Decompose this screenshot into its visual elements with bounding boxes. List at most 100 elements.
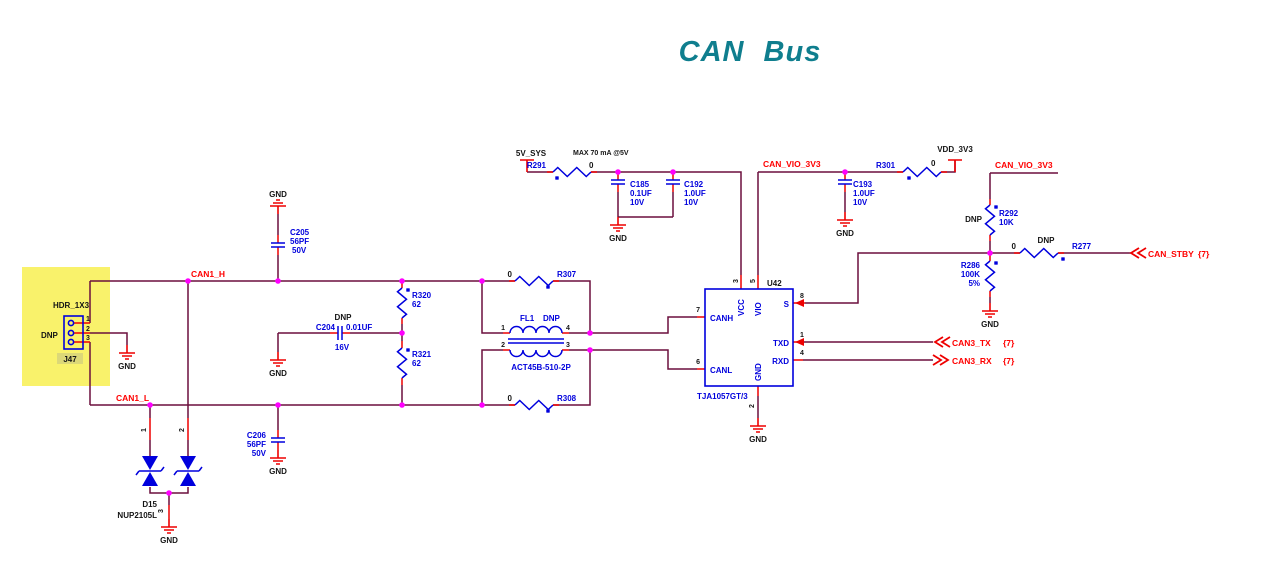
- pin-stubs-u42: [697, 275, 805, 396]
- wire-d15: [149, 281, 189, 505]
- page-title: CAN Bus: [678, 36, 822, 68]
- ic-pin-name-vio: VIO: [754, 302, 763, 316]
- connector-pin3: 3: [86, 335, 90, 342]
- resistor-r291: [552, 166, 592, 178]
- gnd-symbol: [749, 417, 767, 433]
- wire-canl: [590, 349, 697, 370]
- res-ref: R301: [876, 161, 896, 170]
- capacitor-c185: [610, 171, 626, 193]
- cap-ref: C205: [290, 228, 310, 237]
- wire-can1h-rail: [90, 280, 591, 333]
- wire-canh: [590, 316, 697, 334]
- attr-marker: [554, 175, 560, 181]
- ic-pin-num-canh: 7: [696, 307, 700, 314]
- cap-value: 56PF: [247, 440, 266, 449]
- cap-ref: C185: [630, 180, 650, 189]
- port-chevron-can3-tx: [934, 336, 951, 348]
- ic-pin-name-s: S: [784, 300, 790, 309]
- ic-pin-name-canl: CANL: [710, 366, 732, 375]
- attr-marker: [545, 284, 551, 290]
- res-value: 0: [1012, 242, 1017, 251]
- ic-u42-body: [704, 288, 794, 387]
- res-ref: R291: [527, 161, 547, 170]
- port-chevron-can3-rx: [932, 354, 949, 366]
- port-label-can3-rx: CAN3_RX: [952, 356, 992, 366]
- ic-pin-name-canh: CANH: [710, 314, 733, 323]
- cap-value: 0.1UF: [630, 189, 652, 198]
- cap-value: 0.01UF: [346, 323, 372, 332]
- cap-ref: C204: [316, 323, 336, 332]
- net-label-can1h: CAN1_H: [191, 269, 225, 279]
- port-page-can3-rx: {7}: [1003, 356, 1015, 366]
- pin-stubs-hres: [509, 171, 1064, 406]
- connector-dnp: DNP: [41, 331, 59, 340]
- cap-voltage: 16V: [335, 343, 350, 352]
- wire-j47-pins: [89, 281, 128, 405]
- gnd-symbol: [269, 351, 287, 367]
- cap-value: 1.0UF: [684, 189, 706, 198]
- cap-value: 56PF: [290, 237, 309, 246]
- gnd-label: GND: [269, 369, 287, 378]
- attr-marker: [1060, 256, 1066, 262]
- gnd-label: GND: [269, 467, 287, 476]
- cap-voltage: 10V: [630, 198, 645, 207]
- connector-ref: J47: [63, 355, 77, 364]
- current-note: MAX 70 mA @5V: [573, 150, 629, 157]
- resistor-r308: [514, 399, 554, 411]
- cap-ref: C192: [684, 180, 704, 189]
- ic-pin-num-vcc: 3: [733, 279, 740, 283]
- pin-stubs-fl1: [503, 332, 569, 351]
- ic-pin-name-gnd: GND: [754, 363, 763, 381]
- gnd-label: GND: [118, 362, 136, 371]
- tvs-part: NUP2105L: [117, 511, 157, 520]
- res-ref: R321: [412, 350, 432, 359]
- gnd-label: GND: [609, 234, 627, 243]
- ic-pin-num-txd: 1: [800, 332, 804, 339]
- choke-pin1: 1: [501, 325, 505, 332]
- connector-pin1: 1: [86, 316, 90, 323]
- choke-fl1: [508, 325, 564, 358]
- gnd-symbol: [269, 199, 287, 215]
- cap-ref: C206: [247, 431, 267, 440]
- cap-dnp: DNP: [335, 313, 353, 322]
- gnd-symbol: [981, 302, 999, 318]
- tvs-pin1: 1: [141, 428, 148, 432]
- wire-c204: [277, 332, 402, 352]
- attr-marker: [993, 204, 999, 210]
- gnd-label: GND: [749, 435, 767, 444]
- tvs-pin3: 3: [158, 509, 165, 513]
- port-label-can3-tx: CAN3_TX: [952, 338, 991, 348]
- connector-pin2: 2: [86, 326, 90, 333]
- gnd-label: GND: [981, 320, 999, 329]
- res-value: 0: [508, 270, 513, 279]
- wire-can1l-rail: [90, 350, 591, 406]
- connector-part: HDR_1X3: [53, 301, 90, 310]
- res-ref: R286: [961, 261, 981, 270]
- res-ref: R277: [1072, 242, 1092, 251]
- resistor-r321: [396, 347, 408, 379]
- port-page-can-stby: {7}: [1198, 249, 1210, 259]
- choke-pin2: 2: [501, 342, 505, 349]
- ic-pin-num-canl: 6: [696, 359, 700, 366]
- pin-stubs-j47: [74, 322, 90, 343]
- wire-5v-decaps: [617, 192, 674, 218]
- resistor-r307: [514, 275, 554, 287]
- net-label-canvio-2: CAN_VIO_3V3: [995, 160, 1053, 170]
- port-label-can-stby: CAN_STBY: [1148, 249, 1194, 259]
- gnd-label: GND: [269, 190, 287, 199]
- capacitor-c192: [665, 171, 681, 193]
- res-tolerance: 5%: [968, 279, 980, 288]
- resistor-r320: [396, 287, 408, 319]
- net-label-can1l: CAN1_L: [116, 393, 149, 403]
- choke-pin3: 3: [566, 342, 570, 349]
- pin-arrow-s: [795, 299, 804, 307]
- choke-pin4: 4: [566, 325, 570, 332]
- wire-vio-stub2: [989, 172, 1058, 303]
- ic-pin-num-rxd: 4: [800, 350, 804, 357]
- choke-ref: FL1: [520, 314, 535, 323]
- res-value: 0: [589, 161, 594, 170]
- attr-marker: [405, 287, 411, 293]
- wire-vio-rail: [757, 160, 956, 275]
